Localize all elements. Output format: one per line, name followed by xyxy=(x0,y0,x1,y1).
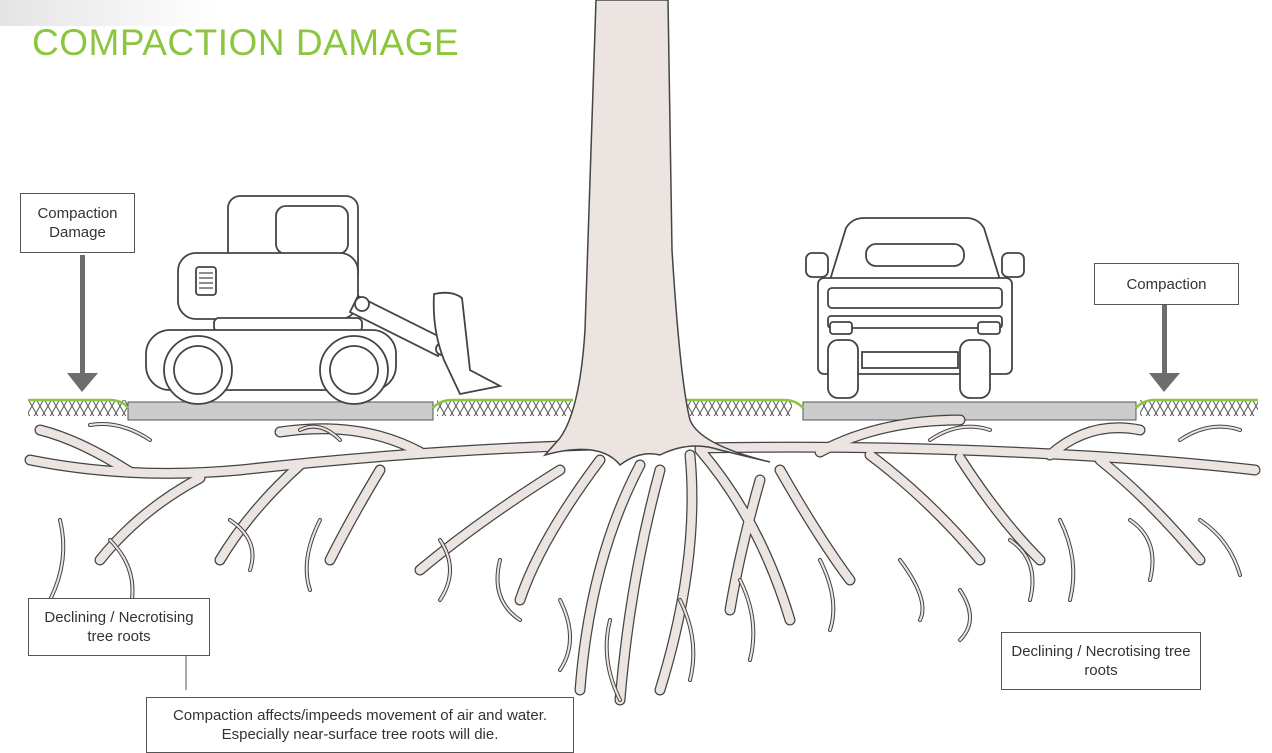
label-roots-left: Declining / Necrotising tree roots xyxy=(28,598,210,656)
pickup-truck xyxy=(806,218,1024,398)
label-compaction-note: Compaction affects/impeeds movement of a… xyxy=(146,697,574,753)
label-compaction: Compaction xyxy=(1094,263,1239,305)
label-roots-left-text: Declining / Necrotising tree roots xyxy=(37,608,201,646)
label-compaction-damage: Compaction Damage xyxy=(20,193,135,253)
label-roots-right-text: Declining / Necrotising tree roots xyxy=(1010,642,1192,680)
label-compaction-note-text: Compaction affects/impeeds movement of a… xyxy=(157,706,563,744)
bulldozer xyxy=(146,196,500,404)
arrow-left xyxy=(67,255,98,392)
label-compaction-text: Compaction xyxy=(1126,275,1206,294)
label-roots-right: Declining / Necrotising tree roots xyxy=(1001,632,1201,690)
arrow-right xyxy=(1149,305,1180,392)
tree-trunk xyxy=(545,0,770,465)
label-compaction-damage-text: Compaction Damage xyxy=(29,204,126,242)
